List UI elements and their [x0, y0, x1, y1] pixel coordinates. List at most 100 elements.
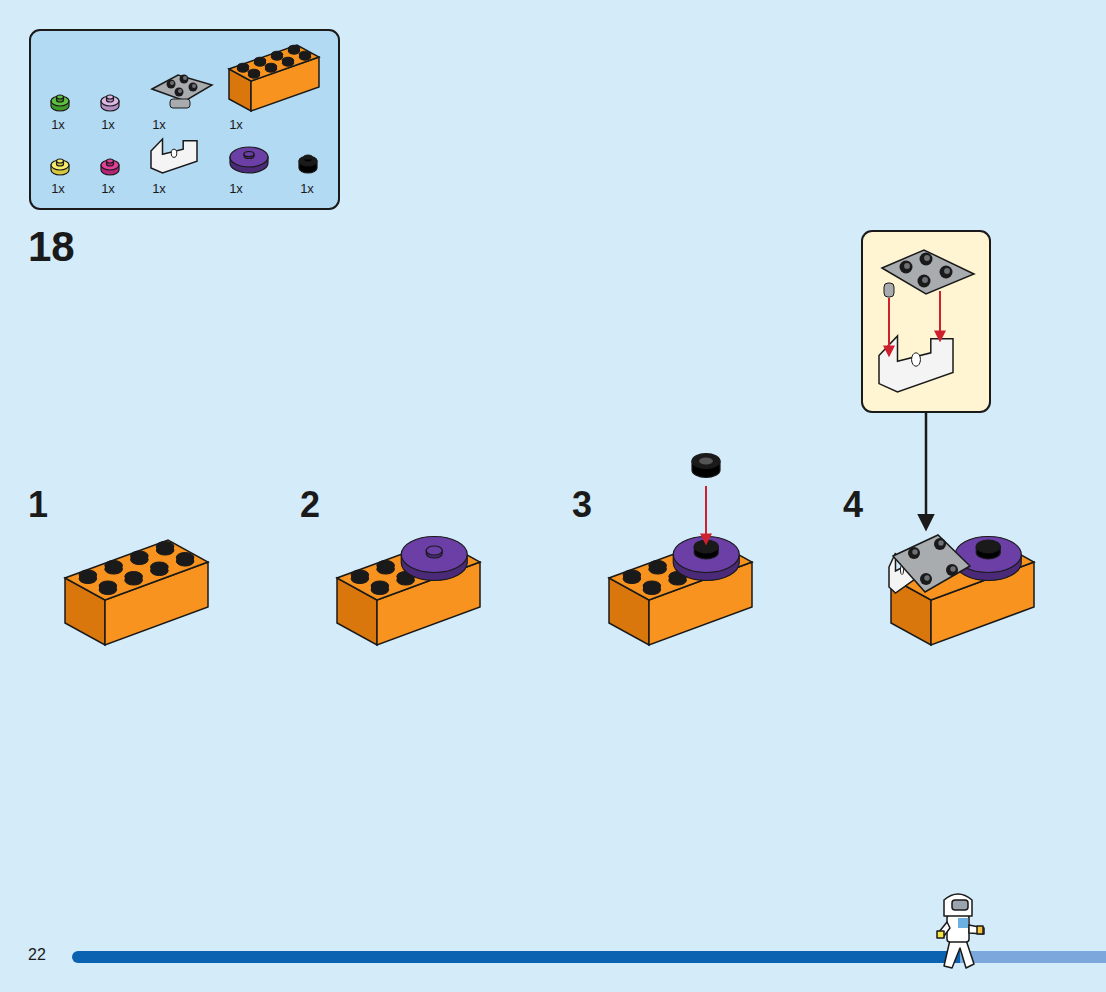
build-step: [337, 537, 480, 646]
progress-bar-rest: [960, 951, 1106, 963]
stud-top: [371, 581, 389, 591]
step3-piece: [692, 454, 720, 544]
part-count: 1x: [229, 181, 243, 196]
clip-bar: [912, 353, 921, 366]
stud-top: [643, 581, 661, 591]
round-tile: [401, 537, 467, 573]
grey-plate: [882, 250, 974, 294]
round-plate: [101, 96, 119, 106]
stud-top: [271, 51, 283, 57]
stud-top: [377, 560, 395, 570]
part-count: 1x: [101, 181, 115, 196]
stud-top: [79, 570, 97, 580]
stud: [175, 88, 184, 97]
stud: [934, 538, 946, 550]
stud-hole: [944, 268, 950, 274]
minifigure: [937, 894, 984, 968]
plate-clip: [170, 99, 190, 108]
tile-stud: [426, 546, 442, 555]
substep-number: 3: [572, 487, 592, 523]
callout-box: [862, 231, 990, 412]
stud-hole: [192, 84, 196, 88]
stud-top: [99, 581, 117, 591]
stud: [946, 564, 958, 576]
stud-hole: [922, 277, 928, 283]
parts-panel: 1x1x1x1x1x1x1x1x1x: [29, 29, 340, 210]
stud-top: [125, 571, 143, 581]
stud-hole: [170, 81, 174, 85]
step-number: 18: [28, 226, 75, 268]
stud-hole: [904, 263, 910, 269]
stud-top: [288, 45, 300, 51]
round-plate: [692, 454, 720, 469]
page-number: 22: [28, 947, 46, 963]
build-steps: [65, 250, 1034, 645]
stud-hole: [924, 575, 929, 580]
grey-plate: [893, 535, 970, 592]
round-plate: [51, 96, 69, 106]
build-step: [65, 540, 208, 645]
brick-top: [65, 540, 208, 600]
substep-number: 4: [843, 487, 863, 523]
build-step: [609, 537, 752, 646]
assembly-arrow: [888, 298, 890, 355]
plate-clip: [884, 283, 894, 297]
stud: [189, 83, 198, 92]
stud-top: [623, 570, 641, 580]
stud-top: [176, 552, 194, 562]
assembly-arrow: [939, 291, 941, 340]
part-count: 1x: [300, 181, 314, 196]
stud: [920, 573, 932, 585]
round-plate: [51, 160, 69, 170]
clip-bar: [171, 149, 177, 157]
stud-top: [299, 51, 311, 57]
plate-stud: [57, 159, 64, 163]
plate-stud: [57, 95, 64, 99]
stud-top: [282, 57, 294, 63]
tile-stud: [244, 152, 254, 157]
parts-pictures: [31, 31, 338, 208]
stud: [918, 275, 931, 288]
part-count: 1x: [152, 117, 166, 132]
plate-stud: [107, 95, 114, 99]
round-plate: [976, 540, 1000, 553]
stud-top: [265, 63, 277, 69]
stud-hole: [178, 89, 182, 93]
stud-top: [151, 562, 169, 572]
callout-parts: [879, 250, 974, 392]
stud-top: [351, 570, 369, 580]
round-plate: [101, 160, 119, 170]
stud-hole: [183, 76, 187, 80]
plate-hole: [699, 458, 713, 465]
part-count: 1x: [152, 181, 166, 196]
stud: [167, 80, 176, 89]
stud-hole: [950, 566, 955, 571]
grey-plate: [152, 75, 212, 101]
callout-arrow: [925, 412, 928, 528]
brick-top: [229, 45, 319, 81]
stud-hole: [938, 540, 943, 545]
stud-hole: [912, 549, 917, 554]
assembly-arrow: [705, 486, 707, 543]
progress-bar: [78, 951, 960, 963]
stud: [940, 266, 953, 279]
round-plate: [299, 156, 317, 166]
stud: [180, 75, 189, 84]
stud-top: [105, 560, 123, 570]
stud: [908, 547, 920, 559]
white-clip: [879, 336, 953, 392]
stud-top: [237, 63, 249, 69]
build-step: [889, 535, 1034, 645]
round-tile: [230, 147, 268, 167]
stud-top: [131, 551, 149, 561]
stud-top: [254, 57, 266, 63]
stud: [920, 253, 933, 266]
part-count: 1x: [229, 117, 243, 132]
substep-number: 2: [300, 487, 320, 523]
stud-hole: [924, 255, 930, 261]
stud-top: [248, 69, 260, 75]
stud: [900, 261, 913, 274]
plate-stud: [107, 159, 114, 163]
substep-number: 1: [28, 487, 48, 523]
part-count: 1x: [51, 181, 65, 196]
